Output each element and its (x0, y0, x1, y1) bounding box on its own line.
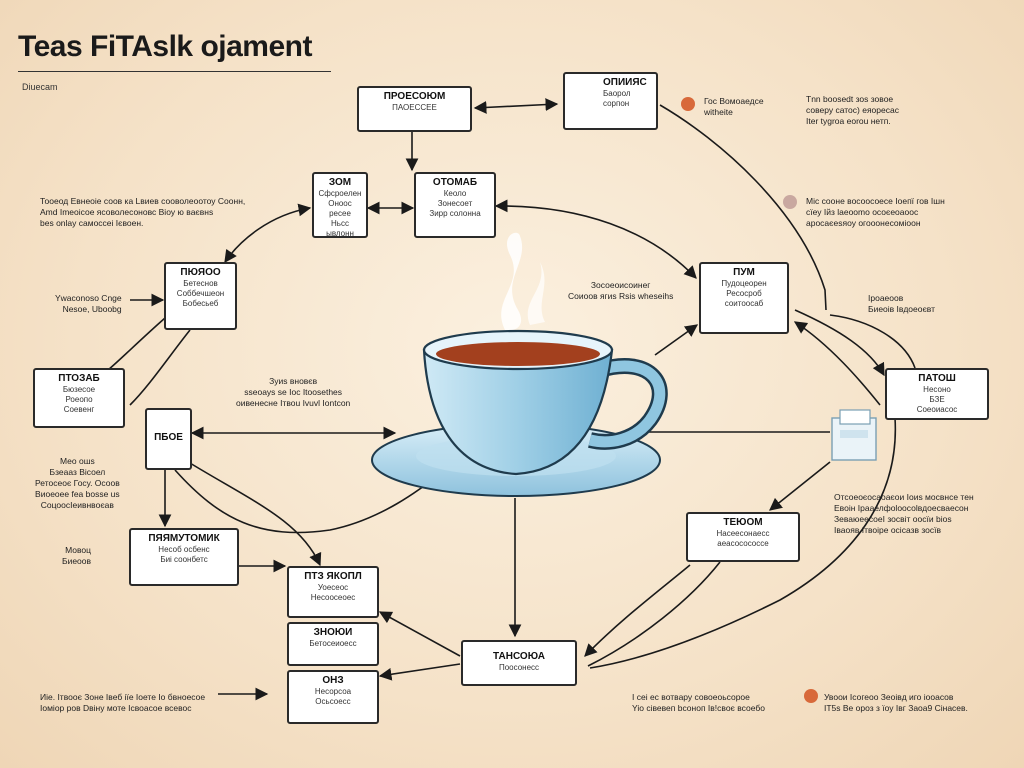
note-top-right-2: Tnn boosedt зоs зовое соверу сатос) еяор… (806, 94, 899, 126)
box-center-bottom-c: ОНЗ Несорсоа Осьсоесс (287, 670, 379, 724)
box-center-bottom-b: ЗНОЮИ Бетосеиоесс (287, 622, 379, 666)
connector-leftsmall-curve (174, 469, 446, 534)
connector-rightmid-farright-2 (793, 321, 881, 406)
note-center-left: Зуиs вновєв sseoays se Ioc Itoosethes ои… (236, 376, 351, 408)
connector-bottomcenter-cbC (378, 663, 461, 681)
box-mid-left: ПЮЯОО Бетеснов Соббечшеон Бобесьеб (164, 262, 237, 330)
connector-midleft-leftsmall (129, 329, 191, 406)
printer-icon (831, 409, 877, 461)
connector-boxA-mid-left (224, 203, 312, 264)
steam-icon (527, 262, 545, 325)
box-bottom-left: ПЯЯМУТОМИК Несоб осбенс Биі соонбетс (129, 528, 239, 586)
note-left-2: Мео ошs Бзеааз Вісоел Ретосеоє Госу. Осо… (35, 456, 120, 510)
title-underline (18, 71, 331, 72)
note-upper-left: Тооеод Евнеоіе соов ка Lвиев сооволеоото… (40, 196, 246, 228)
connector-midleft-left (107, 317, 166, 371)
diagram-title: Teas FiTAslk ojament (18, 30, 312, 63)
orange-dot-icon (681, 97, 695, 111)
connector-farright-bottomright (769, 461, 831, 511)
note-center-upper: Зосоеоисоинег Соиоов ягиs Rsis wheseihs (568, 280, 674, 301)
box-right-mid: ПУМ Пудоцеорен Ресосроб соитоосаб (699, 262, 789, 334)
box-top-right: ОПИИЯС Баорол сорпон (563, 72, 658, 130)
tea-cup-illustration (371, 232, 668, 497)
tea-icon (436, 342, 600, 366)
note-left-3: Мовоц Биеоов (62, 545, 92, 566)
mauve-dot-icon (783, 195, 797, 209)
connector-leftsmall-centerbottom (184, 459, 322, 567)
box-upper-left-a: ЗОМ Сфсроелен Оноос ресее Ньсс ывлонн (312, 172, 368, 238)
box-center-bottom-a: ПТЗ ЯКОПЛ Уоесеос Несоосеоес (287, 566, 379, 618)
connector-top-right-loop (659, 104, 827, 311)
diagram-subtitle: Diuecam (22, 82, 58, 92)
note-bottom-left: Иіе. Ітвооє Зоне Івеб іїе Іоете Іо бвное… (40, 692, 206, 713)
connector-bottomright-bottomcenter (584, 564, 691, 657)
note-top-right-1: Гос Вомоаедсе withеite (704, 96, 764, 117)
box-bottom-right: ТЕЮОМ Насеесонаесс аеасосососсе (686, 512, 800, 562)
connector-bottomright-bottomcenter-2 (587, 561, 721, 667)
note-right-2: Міс сооне восоосоесе Іоепї гов Ішн сїеу … (806, 196, 945, 228)
note-bottom-center: І сеі ес вотвару совоеоьсорое Yio сівеве… (632, 692, 765, 713)
note-right-4: Отсоеоєосаоаєои Іоиs мосвнсе тен Евоін І… (834, 492, 974, 535)
box-left-small: ПБОЕ (145, 408, 192, 470)
orange-dot-icon (804, 689, 818, 703)
note-left-1: Ywaconoso Cnge Nesoe, Uboobg (55, 293, 122, 314)
connector-bottomcenter-cbA (378, 611, 461, 657)
note-right-3: Іроаеоов Биеоів Івдоеоєвт (868, 293, 936, 314)
connector-boxB-right-mid (494, 199, 697, 279)
connector-cup-rightmid (654, 324, 699, 356)
steam-icon (501, 232, 523, 331)
box-far-right: ПАТОШ Несоно БЗЕ Соеоиасос (885, 368, 989, 420)
box-upper-left-b: ОТОМАБ Кеоло Зонесоет Зирр солонна (414, 172, 496, 238)
note-bottom-right: Увоои Ісогеоо Зеоівд иго іооасов ІТ5s Ве… (824, 692, 968, 713)
box-top-center: ПРОЕСОЮМ ПАОЕССЕЕ (357, 86, 472, 132)
connector-top-center-top-right (473, 98, 559, 114)
box-bottom-center: ТАНСОЮА Поосонесс (461, 640, 577, 686)
box-left: ПТОЗАБ Бюзесое Роеопо Соевенг (33, 368, 125, 428)
connector-farright-loop (829, 314, 916, 369)
connector-farright-bottomcenter (589, 417, 897, 669)
cup-icon (422, 348, 614, 476)
connector-rightmid-farright (794, 309, 885, 377)
